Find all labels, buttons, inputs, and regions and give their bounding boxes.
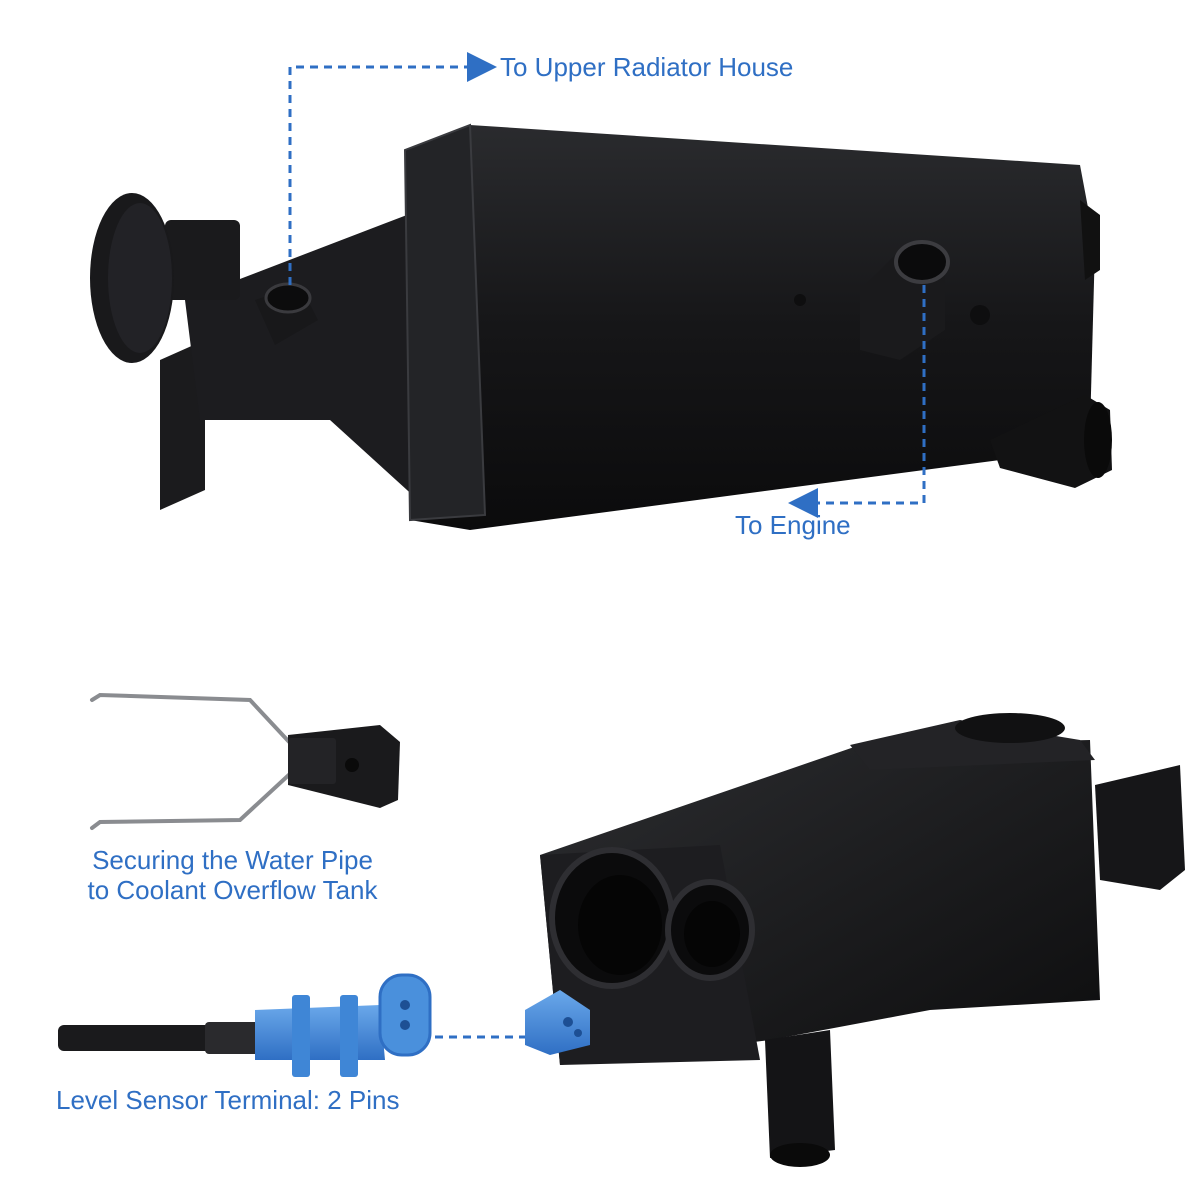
tank-level-sensor (525, 990, 590, 1055)
upper-port (255, 282, 318, 345)
level-sensor-cable (58, 973, 432, 1077)
blue-sensor-connector (255, 973, 432, 1077)
label-upper-radiator: To Upper Radiator House (500, 52, 794, 82)
main-inlet-opening (549, 847, 675, 989)
label-level-sensor: Level Sensor Terminal: 2 Pins (56, 1085, 400, 1115)
securing-clip-illustration (90, 692, 400, 830)
label-water-pipe-line1: Securing the Water Pipe (92, 845, 373, 875)
secondary-inlet-opening (665, 879, 755, 981)
label-water-pipe-line2: to Coolant Overflow Tank (87, 875, 378, 905)
upper-radiator-leader (288, 52, 497, 285)
label-water-pipe: Securing the Water Pipe to Coolant Overf… (60, 845, 405, 905)
label-engine: To Engine (735, 510, 851, 540)
coolant-tank-front-view (525, 713, 1185, 1167)
coolant-tank-side-view (90, 123, 1112, 530)
engine-leader (788, 285, 926, 518)
